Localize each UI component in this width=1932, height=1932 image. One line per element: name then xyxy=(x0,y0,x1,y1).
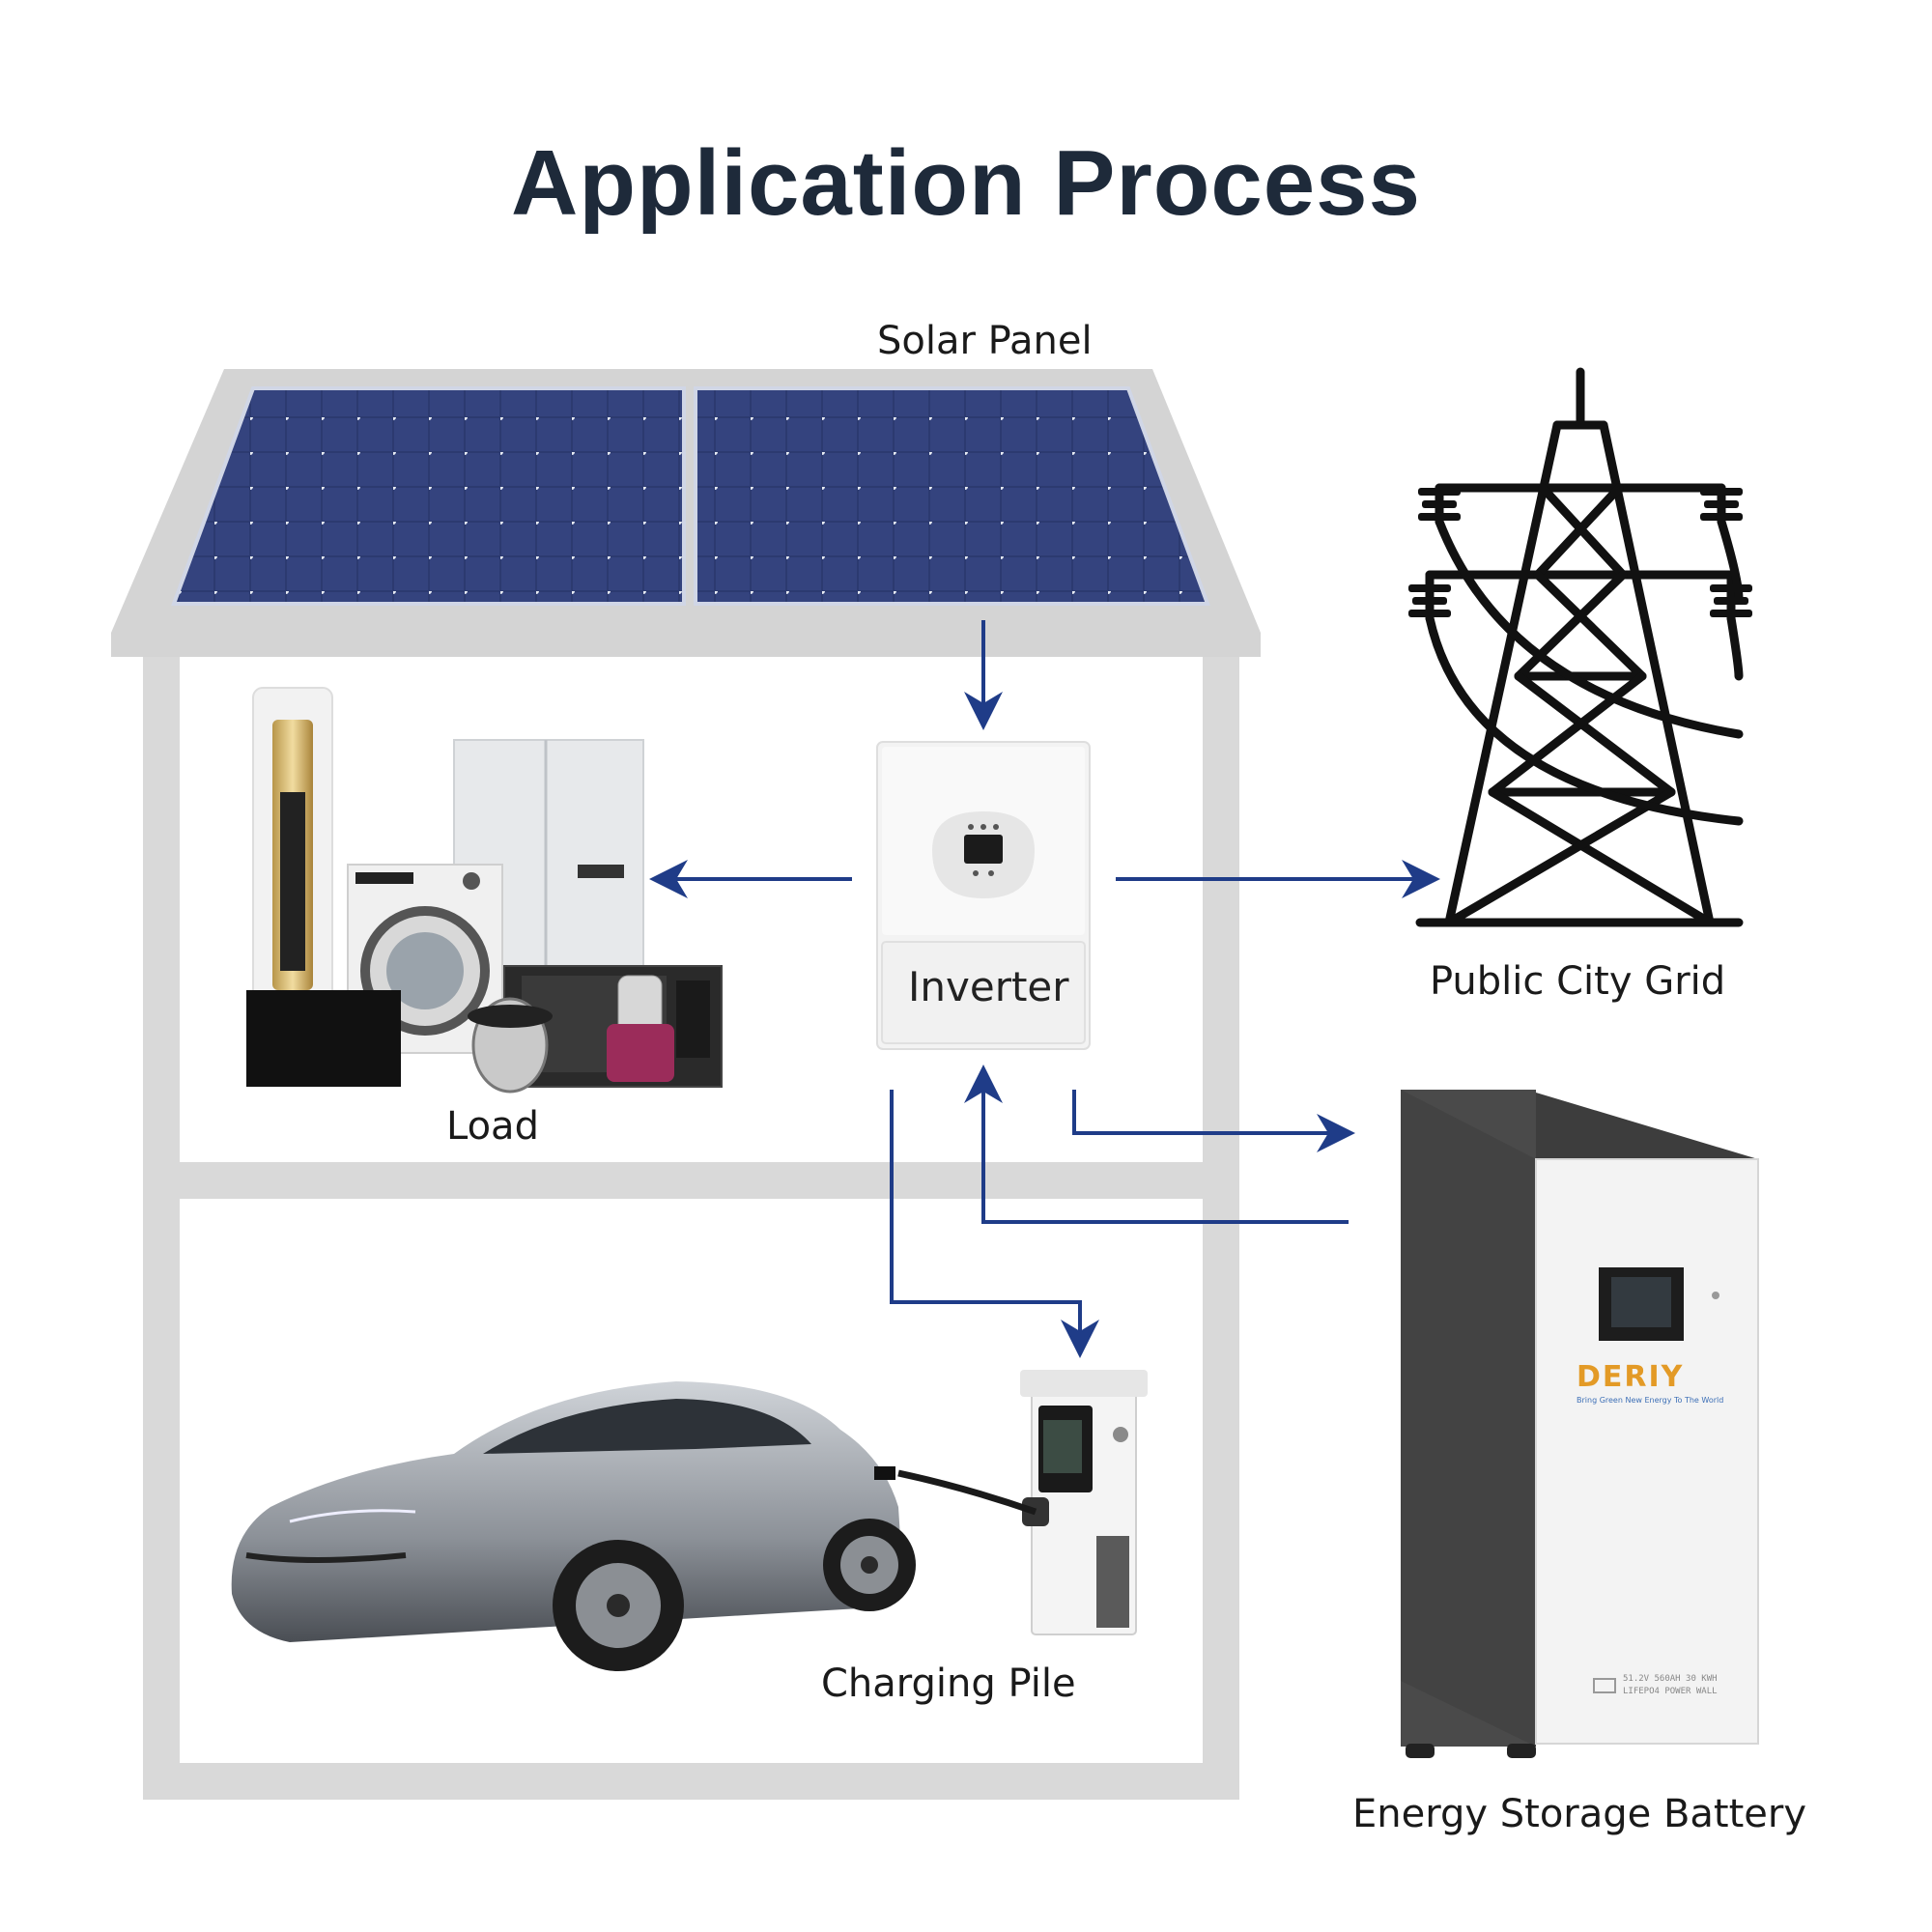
battery-cabinet-image xyxy=(1401,1090,1759,1758)
label-energy-storage-battery: Energy Storage Battery xyxy=(1352,1792,1807,1836)
insulator-icons xyxy=(1408,488,1752,617)
power-tower-icon xyxy=(1415,367,1744,927)
arrow-battery-to-inverter xyxy=(964,1065,1349,1224)
arrow-inverter-to-battery xyxy=(1072,1090,1355,1152)
label-solar-panel: Solar Panel xyxy=(877,319,1093,363)
label-public-city-grid: Public City Grid xyxy=(1430,959,1726,1004)
flow-arrows xyxy=(649,620,1440,1358)
battery-slogan: Bring Green New Energy To The World xyxy=(1577,1396,1724,1405)
battery-brand-logo: DERIY xyxy=(1577,1360,1685,1394)
arrow-inverter-to-charging-pile xyxy=(890,1090,1099,1358)
inverter-image xyxy=(876,741,1091,1050)
battery-spec-line1: 51.2V 560AH 30 KWH xyxy=(1623,1674,1718,1684)
solar-panel-image xyxy=(171,386,1210,606)
label-charging-pile: Charging Pile xyxy=(821,1662,1076,1706)
battery-spec-line2: LIFEPO4 POWER WALL xyxy=(1623,1687,1718,1696)
load-appliances-image xyxy=(246,687,723,1094)
charging-pile-image xyxy=(897,1370,1148,1635)
page-title: Application Process xyxy=(511,131,1421,235)
label-inverter: Inverter xyxy=(908,963,1069,1010)
label-load: Load xyxy=(446,1104,539,1149)
electric-car-image xyxy=(231,1381,916,1671)
